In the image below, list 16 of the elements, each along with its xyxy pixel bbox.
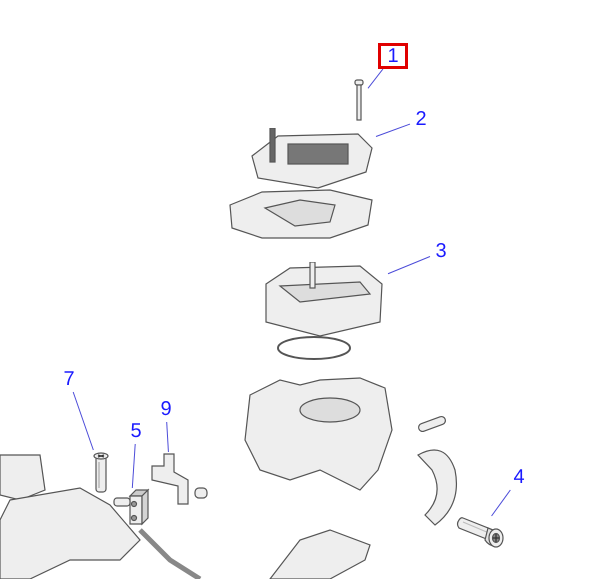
bolt-drawing [455,516,505,548]
callout-number: 9 [155,398,177,422]
callout-number: 3 [430,240,452,264]
leader-line [72,392,94,450]
callout-number: 1 [378,43,408,69]
leader-line [132,444,136,488]
callout-number: 2 [410,108,432,132]
leader-line [166,422,169,452]
callout-number: 4 [508,466,530,490]
leader-line [368,68,384,89]
callout-number: 7 [58,368,80,392]
leader-line [491,490,511,516]
leader-line [388,256,430,274]
switch-drawing [112,488,150,528]
callout-number: 5 [125,420,147,444]
leader-line [376,124,410,138]
